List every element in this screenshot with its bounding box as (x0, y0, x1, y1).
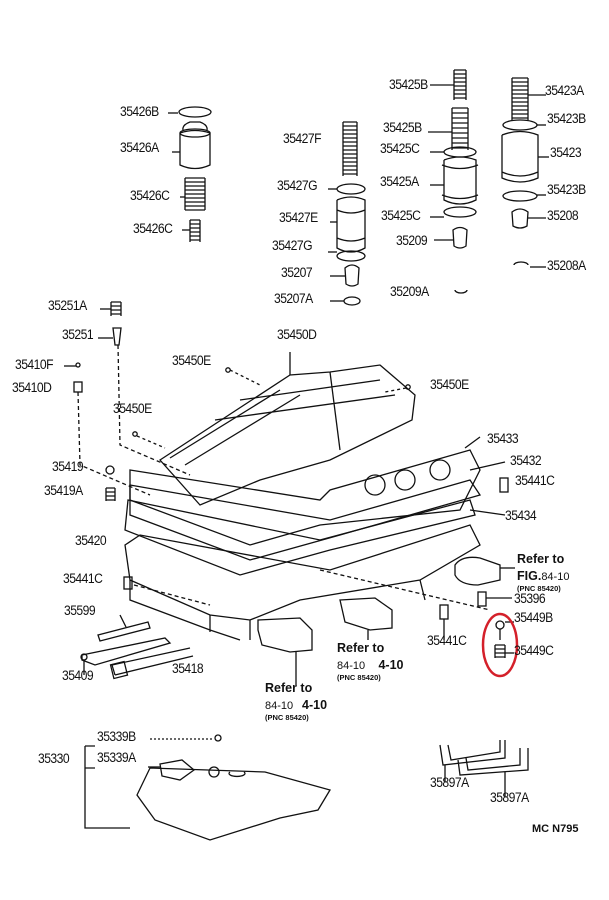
solenoid-parts (257, 597, 449, 685)
callout-35425C-2[interactable]: 35425C (381, 208, 421, 223)
callout-35251A[interactable]: 35251A (48, 298, 87, 313)
callout-35427G-2[interactable]: 35427G (272, 238, 313, 253)
part-left-small-stack (64, 301, 191, 501)
callout-35423[interactable]: 35423 (550, 145, 582, 160)
manual-linkage (80, 614, 194, 680)
callout-35425B-2[interactable]: 35425B (383, 120, 422, 135)
part-35449 (494, 620, 514, 658)
callout-35409[interactable]: 35409 (62, 668, 94, 683)
callout-35425C-1[interactable]: 35425C (380, 141, 420, 156)
reference-fig-number: 4-10 (378, 657, 404, 672)
callout-35450D[interactable]: 35450D (277, 327, 317, 342)
callout-35441C-1[interactable]: 35441C (515, 473, 555, 488)
reference-title: Refer to (265, 681, 313, 695)
callout-35426C-2[interactable]: 35426C (133, 221, 173, 236)
callout-35396[interactable]: 35396 (514, 591, 546, 606)
oil-strainer (84, 734, 331, 841)
callout-35339B[interactable]: 35339B (97, 729, 136, 744)
callout-35441C-3[interactable]: 35441C (427, 633, 467, 648)
reference-fig-prefix: 84-10 (337, 659, 366, 672)
callout-35423B-2[interactable]: 35423B (547, 182, 586, 197)
highlight-ring (481, 612, 519, 678)
callout-35209A[interactable]: 35209A (390, 284, 429, 299)
callout-35427F[interactable]: 35427F (283, 131, 322, 146)
callout-35449C[interactable]: 35449C (514, 643, 554, 658)
callout-35450E-1[interactable]: 35450E (172, 353, 211, 368)
callout-35339A[interactable]: 35339A (97, 750, 136, 765)
callout-35251[interactable]: 35251 (62, 327, 94, 342)
callout-35330[interactable]: 35330 (38, 751, 70, 766)
reference-pnc: (PNC 85420) (337, 672, 381, 682)
callout-35419A[interactable]: 35419A (44, 483, 83, 498)
callout-35450E-2[interactable]: 35450E (430, 377, 469, 392)
callout-35599[interactable]: 35599 (64, 603, 96, 618)
oil-pipes (439, 740, 529, 797)
callout-35207A[interactable]: 35207A (274, 291, 313, 306)
reference-note-fig-84-10[interactable]: Refer to FIG.84-10 (PNC 85420) (517, 551, 569, 592)
reference-pnc: (PNC 85420) (517, 583, 561, 593)
callout-35419[interactable]: 35419 (52, 459, 84, 474)
reference-fig-number: 4-10 (302, 697, 328, 712)
part-35427-stack (328, 121, 366, 306)
valve-body-upper (132, 352, 416, 506)
callout-35450E-3[interactable]: 35450E (113, 401, 152, 416)
callout-35423B-1[interactable]: 35423B (547, 111, 586, 126)
callout-35427E[interactable]: 35427E (279, 210, 318, 225)
callout-35418[interactable]: 35418 (172, 661, 204, 676)
callout-35425B-1[interactable]: 35425B (389, 77, 428, 92)
callout-35897A-2[interactable]: 35897A (490, 790, 529, 805)
callout-35423A[interactable]: 35423A (545, 83, 584, 98)
callout-35426B[interactable]: 35426B (120, 104, 159, 119)
separator-plates (124, 436, 509, 576)
callout-35427G-1[interactable]: 35427G (277, 178, 318, 193)
diagram-code: MC N795 (532, 823, 579, 835)
callout-35449B[interactable]: 35449B (514, 610, 553, 625)
callout-35434[interactable]: 35434 (505, 508, 537, 523)
callout-35425A[interactable]: 35425A (380, 174, 419, 189)
part-35426-stack (168, 106, 212, 242)
callout-35207[interactable]: 35207 (281, 265, 313, 280)
callout-35420[interactable]: 35420 (75, 533, 107, 548)
reference-note-solenoid-left[interactable]: Refer to 84-10 4-10 (PNC 85420) (265, 680, 327, 721)
part-35425-stack (428, 69, 479, 294)
callout-35433[interactable]: 35433 (487, 431, 519, 446)
callout-35426A[interactable]: 35426A (120, 140, 159, 155)
reference-pnc: (PNC 85420) (265, 712, 309, 722)
callout-35410F[interactable]: 35410F (15, 357, 54, 372)
valve-body-lower (123, 524, 515, 641)
reference-fig-prefix: FIG. (517, 568, 542, 583)
callout-35426C-1[interactable]: 35426C (130, 188, 170, 203)
callout-35441C-2[interactable]: 35441C (63, 571, 103, 586)
callout-35897A-1[interactable]: 35897A (430, 775, 469, 790)
callout-35432[interactable]: 35432 (510, 453, 542, 468)
reference-fig-number: 84-10 (541, 570, 570, 583)
reference-title: Refer to (337, 641, 385, 655)
reference-fig-prefix: 84-10 (265, 699, 294, 712)
callout-35208A[interactable]: 35208A (547, 258, 586, 273)
reference-note-solenoid-right[interactable]: Refer to 84-10 4-10 (PNC 85420) (337, 640, 404, 681)
reference-title: Refer to (517, 552, 565, 566)
callout-35410D[interactable]: 35410D (12, 380, 52, 395)
part-35423-stack (501, 77, 549, 268)
callout-35208[interactable]: 35208 (547, 208, 579, 223)
callout-35209[interactable]: 35209 (396, 233, 428, 248)
